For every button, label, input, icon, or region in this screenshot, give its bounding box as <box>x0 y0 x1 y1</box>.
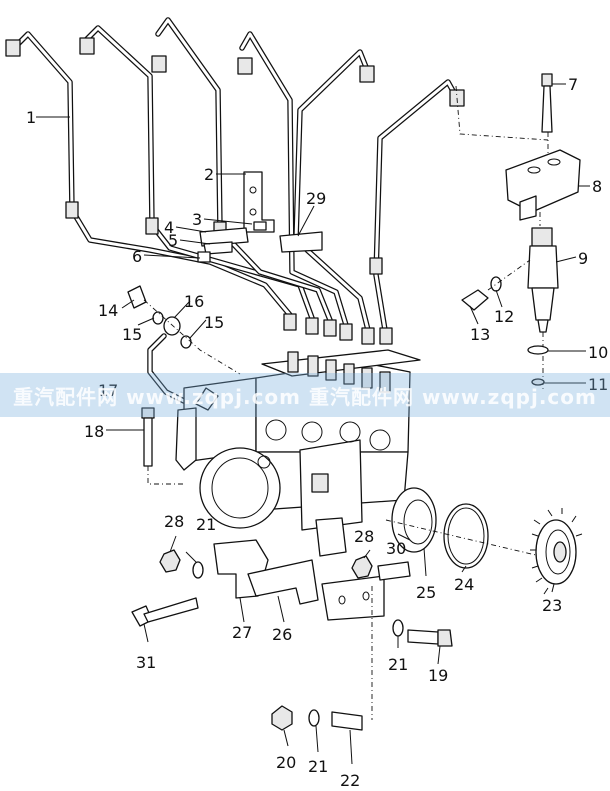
bracket-26 <box>247 559 319 605</box>
nut-28 <box>159 549 181 573</box>
callout-6: 6 <box>132 247 142 266</box>
o-ring-24 <box>443 503 489 569</box>
callout-8: 8 <box>592 177 602 196</box>
pipe-nut <box>323 319 337 337</box>
callout-29: 29 <box>306 189 326 208</box>
lever <box>175 407 197 471</box>
drive-group <box>385 487 583 595</box>
washer-21 <box>192 561 204 579</box>
callout-24: 24 <box>454 575 474 594</box>
callout-13: 13 <box>470 325 490 344</box>
bolt-18 <box>143 417 153 467</box>
watermark-text: 重汽配件网 www.zqpj.com 重汽配件网 www.zqpj.com <box>13 385 597 409</box>
callout-labels: 1 2 3 4 5 6 7 8 9 10 11 12 13 14 15 15 1… <box>26 75 608 790</box>
clamp-29 <box>279 231 323 253</box>
pipe-nut <box>283 313 297 331</box>
callout-17: 17 <box>98 381 118 400</box>
nut-20 <box>271 705 293 731</box>
bracket-8 <box>505 149 581 213</box>
stud-22 <box>331 711 363 731</box>
callout-27: 27 <box>232 623 252 642</box>
bolt-19 <box>407 629 439 645</box>
clamp-4 <box>199 227 249 247</box>
pipe-nut <box>79 37 95 55</box>
callout-16: 16 <box>184 292 204 311</box>
injection-pipes <box>5 17 465 345</box>
injection-pump-body <box>175 349 421 557</box>
bolt-18-group <box>141 407 186 485</box>
callout-23: 23 <box>542 596 562 615</box>
pipe-clamps <box>197 171 323 263</box>
fitting <box>311 473 329 493</box>
pipe-nut <box>339 323 353 341</box>
watermark-banner: 重汽配件网 www.zqpj.com 重汽配件网 www.zqpj.com <box>0 373 610 417</box>
pipe-nut <box>359 65 375 83</box>
callout-4: 4 <box>164 218 174 237</box>
bolt-7 <box>541 85 553 133</box>
callout-15: 15 <box>122 325 142 344</box>
callout-30: 30 <box>386 539 406 558</box>
callout-25: 25 <box>416 583 436 602</box>
pipe-sleeve <box>65 201 79 219</box>
pipe-nut <box>305 317 319 335</box>
pipe-sleeve <box>369 257 383 275</box>
injector-9 <box>527 245 559 289</box>
return-line-group <box>127 285 241 407</box>
callout-12: 12 <box>494 307 514 326</box>
callout-28: 28 <box>164 512 184 531</box>
stud-30 <box>377 561 411 581</box>
callout-9: 9 <box>578 249 588 268</box>
washer-10 <box>527 345 549 355</box>
bracket-right <box>321 575 385 621</box>
callout-18: 18 <box>84 422 104 441</box>
callout-21: 21 <box>388 655 408 674</box>
clamp-5 <box>203 241 233 255</box>
callout-31: 31 <box>136 653 156 672</box>
injector-group <box>455 73 581 390</box>
callout-15: 15 <box>204 313 224 332</box>
nut-28 <box>351 555 373 579</box>
leader-lines <box>36 83 590 765</box>
callout-14: 14 <box>98 301 118 320</box>
pipe-sleeve <box>145 217 159 235</box>
callout-21: 21 <box>196 515 216 534</box>
pipe-nut <box>361 327 375 345</box>
screw-6 <box>197 251 211 263</box>
pipe-nut <box>379 327 393 345</box>
callout-1: 1 <box>26 108 36 127</box>
callout-3: 3 <box>192 210 202 229</box>
pipe-nut <box>237 57 253 75</box>
banjo-16 <box>163 316 181 336</box>
callout-26: 26 <box>272 625 292 644</box>
bolt-31 <box>143 597 199 623</box>
callout-11: 11 <box>588 375 608 394</box>
callout-21: 21 <box>308 757 328 776</box>
callout-19: 19 <box>428 666 448 685</box>
pipe-nut <box>151 55 167 73</box>
banjo-bolt-14 <box>127 285 147 309</box>
pipe-nut <box>5 39 21 57</box>
callout-5: 5 <box>168 231 178 250</box>
washer-15 <box>152 311 164 325</box>
callout-7: 7 <box>568 75 578 94</box>
gear-23 <box>530 508 583 595</box>
governor-housing <box>199 447 281 529</box>
banjo-bolt-13 <box>461 289 489 311</box>
callout-2: 2 <box>204 165 214 184</box>
callout-28: 28 <box>354 527 374 546</box>
lower-brackets <box>131 539 453 731</box>
callout-22: 22 <box>340 771 360 790</box>
callout-20: 20 <box>276 753 296 772</box>
washer-11 <box>531 378 545 386</box>
washer-21 <box>308 709 320 727</box>
washer-21 <box>392 619 404 637</box>
callout-10: 10 <box>588 343 608 362</box>
clamp-screw-3 <box>253 221 267 231</box>
washer-12 <box>490 276 502 292</box>
